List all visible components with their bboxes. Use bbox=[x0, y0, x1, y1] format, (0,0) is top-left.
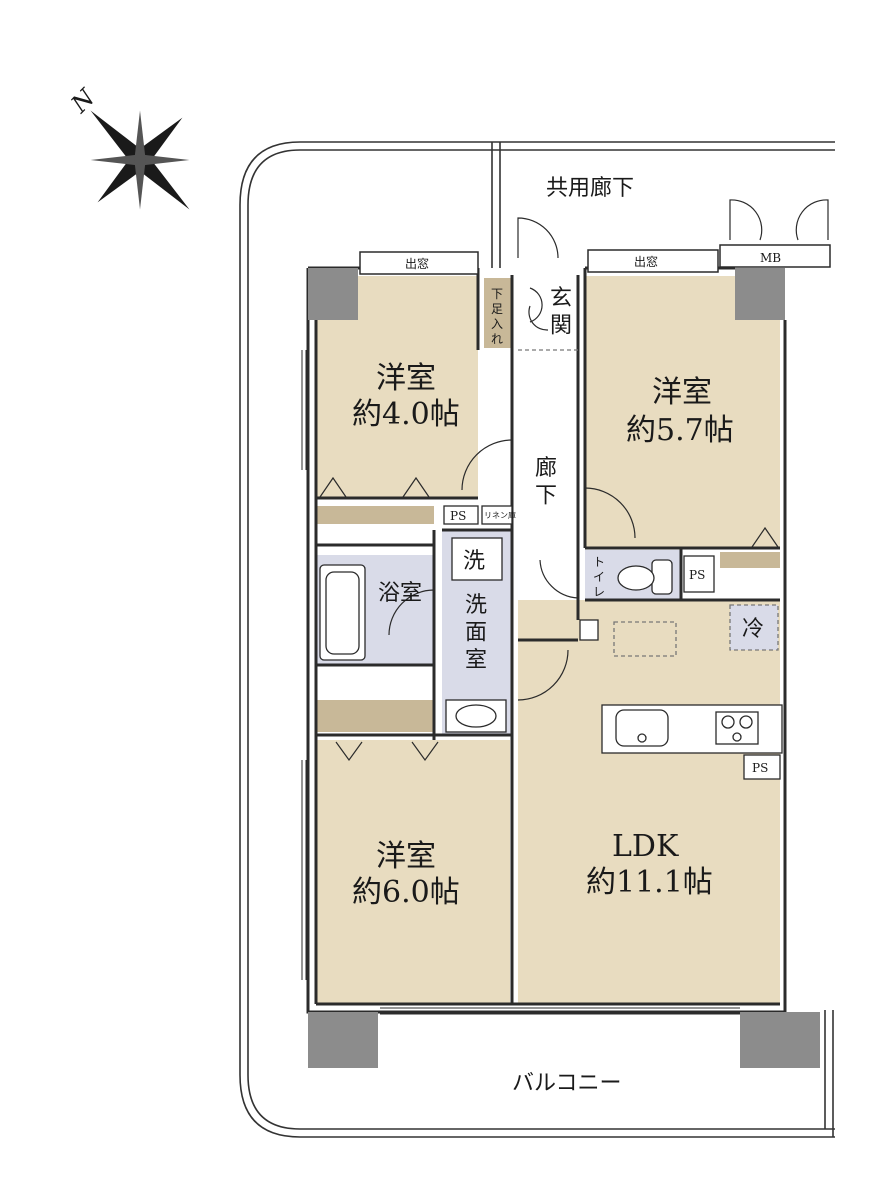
washbasin-bowl bbox=[455, 704, 497, 728]
windows bbox=[301, 350, 740, 1015]
compass-north-label: N bbox=[65, 83, 101, 119]
burner-2 bbox=[739, 715, 753, 729]
burner-1 bbox=[721, 715, 735, 729]
toilet-tank bbox=[651, 559, 673, 595]
bedroom-a-size: 約4.0帖 bbox=[352, 397, 460, 432]
sink bbox=[615, 709, 669, 747]
ps-box-3 bbox=[743, 754, 781, 780]
bathtub-inner bbox=[325, 571, 360, 655]
column-ne bbox=[735, 268, 785, 320]
site-outline bbox=[239, 141, 835, 1138]
ps-label-3: PS bbox=[752, 761, 768, 775]
linen-box bbox=[481, 505, 513, 525]
ps-label-2: PS bbox=[689, 568, 705, 582]
fridge-space bbox=[729, 604, 779, 651]
column-nw bbox=[308, 268, 358, 320]
ps-box-2 bbox=[683, 555, 715, 593]
bathroom-label: 浴室 bbox=[378, 581, 422, 606]
cabinet-space bbox=[613, 621, 677, 657]
mb-box bbox=[719, 244, 831, 268]
entrance-label: 玄関 bbox=[550, 286, 572, 339]
columns bbox=[308, 268, 820, 1068]
doors bbox=[319, 199, 829, 762]
bay-window-a bbox=[359, 251, 479, 275]
bedroom-c-floor bbox=[316, 740, 510, 1004]
ps-box-1 bbox=[443, 505, 479, 525]
column-sw bbox=[308, 1012, 378, 1068]
ps-label-1: PS bbox=[450, 509, 466, 523]
column-se bbox=[740, 1012, 820, 1068]
closet-a bbox=[316, 506, 434, 524]
bedroom-c-name: 洋室 bbox=[376, 839, 436, 874]
washer-space bbox=[451, 537, 503, 581]
linen-label: リネン庫 bbox=[484, 510, 516, 520]
common-corridor-label: 共用廊下 bbox=[546, 176, 634, 201]
burner-3 bbox=[732, 732, 742, 742]
bay-window-b bbox=[587, 249, 719, 273]
bedroom-c-size: 約6.0帖 bbox=[352, 875, 460, 910]
meter-box bbox=[579, 619, 599, 641]
bay-window-b-label: 出窓 bbox=[634, 254, 658, 269]
mb-label: MB bbox=[760, 251, 781, 265]
toilet-label: トイレ bbox=[593, 555, 605, 599]
washroom-label: 洗面室 bbox=[465, 593, 487, 673]
bedroom-b-size: 約5.7帖 bbox=[626, 413, 734, 448]
fridge-label: 冷 bbox=[742, 617, 764, 642]
closet-b bbox=[720, 552, 780, 568]
sink-drain bbox=[637, 733, 647, 743]
bedroom-b-name: 洋室 bbox=[652, 375, 712, 410]
washer-label: 洗 bbox=[463, 549, 485, 574]
bedroom-a-name: 洋室 bbox=[376, 361, 436, 396]
hallway-label: 廊下 bbox=[535, 456, 557, 509]
balcony-label: バルコニー bbox=[512, 1071, 622, 1096]
closet-c bbox=[316, 700, 434, 732]
dashed-areas bbox=[518, 349, 779, 657]
bay-windows bbox=[359, 244, 831, 275]
shoe-storage bbox=[484, 278, 512, 348]
labels: 共用廊下 バルコニー MB 出窓 出窓 洋室 約4.0帖 洋室 約5.7帖 洋室… bbox=[352, 176, 781, 1096]
bedroom-b-floor bbox=[585, 276, 780, 548]
bay-window-a-label: 出窓 bbox=[405, 256, 429, 271]
fixtures bbox=[319, 505, 783, 780]
shoe-storage-label: 下足入れ bbox=[491, 287, 503, 346]
compass-rose: N bbox=[65, 83, 190, 210]
ldk-floor bbox=[518, 600, 780, 1004]
ldk-name: LDK bbox=[612, 829, 679, 864]
ldk-size: 約11.1帖 bbox=[586, 865, 713, 900]
toilet-bowl bbox=[617, 565, 655, 591]
